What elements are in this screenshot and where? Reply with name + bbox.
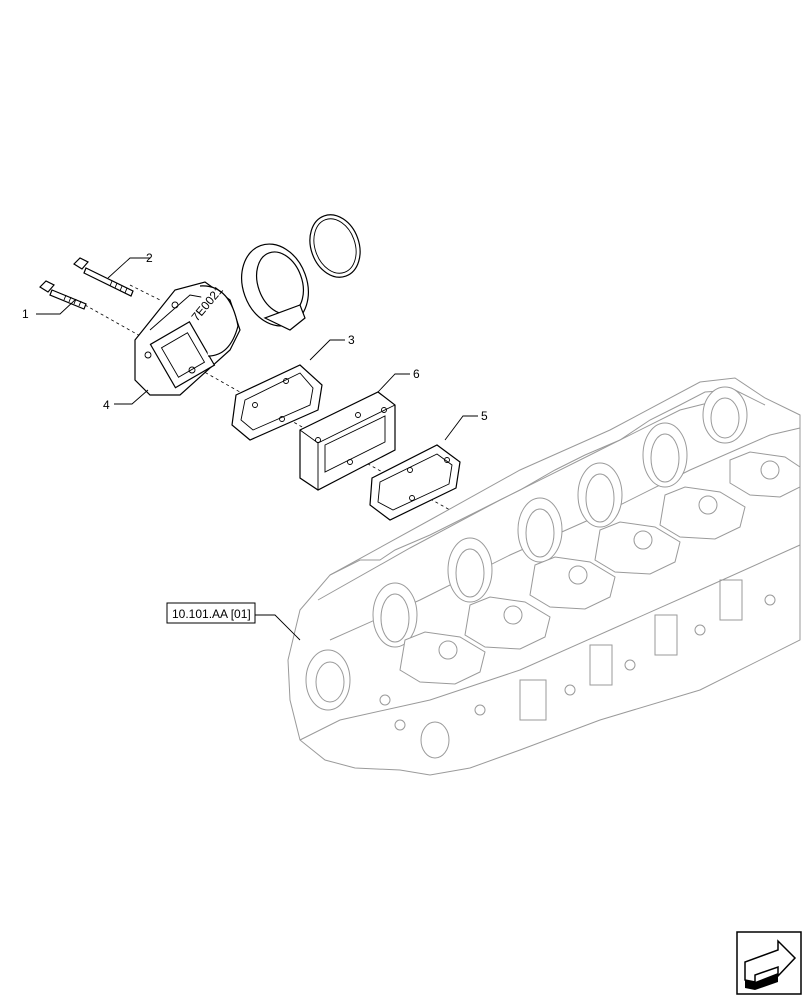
cylinder-ports xyxy=(372,386,748,648)
next-page-arrow-icon[interactable] xyxy=(736,931,802,995)
housing-part-4: 7E0021 xyxy=(134,281,241,396)
side-face-details xyxy=(299,544,801,759)
callout-6: 6 xyxy=(413,367,420,381)
callout-1: 1 xyxy=(22,307,29,321)
cylinder-head-illustration xyxy=(287,377,801,776)
gasket-part-5 xyxy=(369,444,461,521)
callout-2: 2 xyxy=(146,251,153,265)
reference-link[interactable]: 10.101.AA [01] xyxy=(166,602,256,624)
callout-4: 4 xyxy=(103,398,110,412)
assembly-axis-line-2 xyxy=(129,284,161,301)
callout-5: 5 xyxy=(481,409,488,423)
injector-pads xyxy=(399,451,801,685)
o-ring-part xyxy=(309,214,361,278)
reference-link-label: 10.101.AA [01] xyxy=(172,607,251,621)
callout-3: 3 xyxy=(348,333,355,347)
gasket-part-3 xyxy=(231,364,323,441)
bolt-part-2 xyxy=(73,257,134,297)
bolt-part-1 xyxy=(39,280,87,310)
hose-clamp-part xyxy=(241,243,309,331)
leader-lines xyxy=(36,257,478,641)
